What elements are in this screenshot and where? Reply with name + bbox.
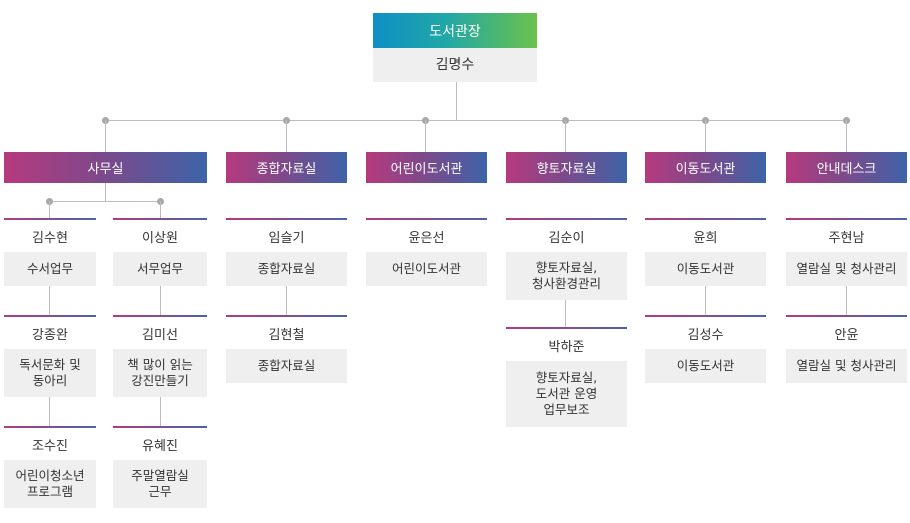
staff-duty: 이동도서관 [645, 252, 766, 286]
dept-header-general: 종합자료실 [226, 152, 347, 183]
staff-duty: 어린이도서관 [366, 252, 487, 286]
staff-name: 김순이 [506, 218, 627, 252]
director-title: 도서관장 [373, 13, 537, 48]
staff-duty: 독서문화 및 동아리 [4, 349, 96, 397]
staff-name: 이상원 [113, 218, 207, 252]
office-connector [105, 183, 106, 201]
staff-name: 안윤 [786, 315, 907, 349]
dept-drop-line [565, 120, 566, 152]
staff-link [565, 300, 566, 328]
staff-link [160, 286, 161, 316]
office-drop-line [160, 201, 161, 219]
staff-link [705, 286, 706, 316]
staff-duty: 수서업무 [4, 252, 96, 286]
staff-duty: 어린이청소년 프로그램 [4, 460, 96, 508]
staff-link [49, 286, 50, 316]
staff-duty: 열람실 및 청사관리 [786, 349, 907, 383]
dept-header-local: 향토자료실 [506, 152, 627, 183]
staff-duty: 서무업무 [113, 252, 207, 286]
staff-name: 유혜진 [113, 426, 207, 460]
office-split-bar [49, 201, 160, 202]
dept-header-office: 사무실 [4, 152, 207, 183]
staff-name: 김현철 [226, 315, 347, 349]
staff-name: 김성수 [645, 315, 766, 349]
staff-duty: 열람실 및 청사관리 [786, 252, 907, 286]
dept-header-children: 어린이도서관 [366, 152, 487, 183]
office-drop-line [49, 201, 50, 219]
dept-connector-bar [105, 120, 847, 121]
staff-link [846, 286, 847, 316]
dept-drop-line [425, 120, 426, 152]
staff-link [49, 397, 50, 427]
staff-name: 윤희 [645, 218, 766, 252]
staff-duty: 종합자료실 [226, 349, 347, 383]
dept-header-mobile: 이동도서관 [645, 152, 766, 183]
staff-duty: 종합자료실 [226, 252, 347, 286]
staff-name: 박하준 [506, 327, 627, 361]
staff-name: 김수현 [4, 218, 96, 252]
staff-duty: 책 많이 읽는 강진만들기 [113, 349, 207, 397]
dept-drop-line [105, 120, 106, 152]
staff-name: 조수진 [4, 426, 96, 460]
staff-duty: 이동도서관 [645, 349, 766, 383]
dept-header-info: 안내데스크 [786, 152, 907, 183]
director-connector [456, 82, 457, 120]
staff-name: 주현남 [786, 218, 907, 252]
staff-name: 김미선 [113, 315, 207, 349]
staff-link [286, 286, 287, 316]
dept-drop-line [705, 120, 706, 152]
dept-drop-line [846, 120, 847, 152]
director-name: 김명수 [373, 48, 537, 82]
dept-drop-line [286, 120, 287, 152]
staff-name: 임슬기 [226, 218, 347, 252]
staff-name: 윤은선 [366, 218, 487, 252]
staff-duty: 주말열람실 근무 [113, 460, 207, 508]
staff-name: 강종완 [4, 315, 96, 349]
staff-duty: 향토자료실, 도서관 운영 업무보조 [506, 361, 627, 427]
staff-duty: 향토자료실, 청사환경관리 [506, 252, 627, 300]
staff-link [160, 397, 161, 427]
